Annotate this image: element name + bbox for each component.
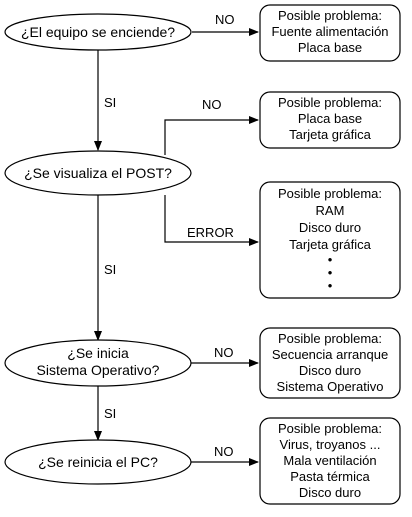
problem-box-3-dot: • — [328, 265, 333, 280]
problem-box-2: Posible problema: Placa base Tarjeta grá… — [278, 95, 382, 142]
decision-q2-line: ¿Se visualiza el POST? — [24, 165, 172, 181]
problem-box-3-line: Posible problema: — [278, 186, 382, 201]
connector-q2-no — [164, 116, 259, 155]
problem-box-3-dot: • — [328, 278, 333, 293]
problem-box-5-line: Mala ventilación — [283, 453, 376, 468]
problem-box-4: Posible problema: Secuencia arranque Dis… — [272, 331, 388, 394]
decision-q4-shape — [4, 439, 192, 485]
problem-box-4-line: Posible problema: — [278, 331, 382, 346]
problem-box-5-line: Posible problema: — [278, 421, 382, 436]
decision-q1: ¿El equipo se enciende? — [21, 24, 175, 40]
label-si-2: SI — [104, 262, 116, 277]
label-error: ERROR — [187, 225, 234, 240]
problem-box-3-line: Disco duro — [299, 220, 361, 235]
problem-box-1-shape — [259, 4, 401, 62]
connector-q2-error — [164, 195, 259, 246]
label-no-2: NO — [202, 97, 222, 112]
decision-q3-line-1: ¿Se inicia — [67, 345, 129, 361]
problem-box-4-line: Sistema Operativo — [277, 379, 384, 394]
label-si-1: SI — [104, 95, 116, 110]
label-no-1: NO — [215, 12, 235, 27]
problem-box-3-line: RAM — [316, 203, 345, 218]
problem-box-4-line: Secuencia arranque — [272, 347, 388, 362]
problem-box-1-line: Placa base — [298, 40, 362, 55]
problem-box-4-line: Disco duro — [299, 363, 361, 378]
problem-box-2-shape — [259, 91, 401, 149]
problem-box-5: Posible problema: Virus, troyanos ... Ma… — [278, 421, 382, 500]
problem-box-1-line: Posible problema: — [278, 8, 382, 23]
decision-q3: ¿Se inicia Sistema Operativo? — [37, 345, 160, 378]
problem-box-3-line: Tarjeta gráfica — [289, 237, 371, 252]
problem-box-4-shape — [259, 327, 401, 399]
decision-q3-shape — [4, 339, 192, 387]
decision-q2: ¿Se visualiza el POST? — [24, 165, 172, 181]
decision-q1-shape — [4, 13, 192, 51]
decision-q1-line: ¿El equipo se enciende? — [21, 24, 175, 40]
decision-q3-line-2: Sistema Operativo? — [37, 362, 160, 378]
decision-q4: ¿Se reinicia el PC? — [38, 454, 158, 470]
problem-box-5-shape — [259, 417, 401, 505]
problem-box-2-line: Tarjeta gráfica — [289, 127, 371, 142]
label-no-4: NO — [214, 444, 234, 459]
problem-box-3: Posible problema: RAM Disco duro Tarjeta… — [278, 186, 382, 293]
problem-box-1: Posible problema: Fuente alimentación Pl… — [271, 8, 388, 55]
problem-box-5-line: Virus, troyanos ... — [280, 437, 381, 452]
problem-box-5-line: Disco duro — [299, 485, 361, 500]
problem-box-1-line: Fuente alimentación — [271, 24, 388, 39]
label-si-3: SI — [104, 406, 116, 421]
decision-q2-shape — [4, 150, 192, 196]
problem-box-5-line: Pasta térmica — [290, 469, 370, 484]
problem-box-2-line: Posible problema: — [278, 95, 382, 110]
problem-box-3-shape — [259, 181, 401, 299]
decision-q4-line: ¿Se reinicia el PC? — [38, 454, 158, 470]
problem-box-3-dot: • — [328, 252, 333, 267]
label-no-3: NO — [214, 345, 234, 360]
problem-box-2-line: Placa base — [298, 111, 362, 126]
